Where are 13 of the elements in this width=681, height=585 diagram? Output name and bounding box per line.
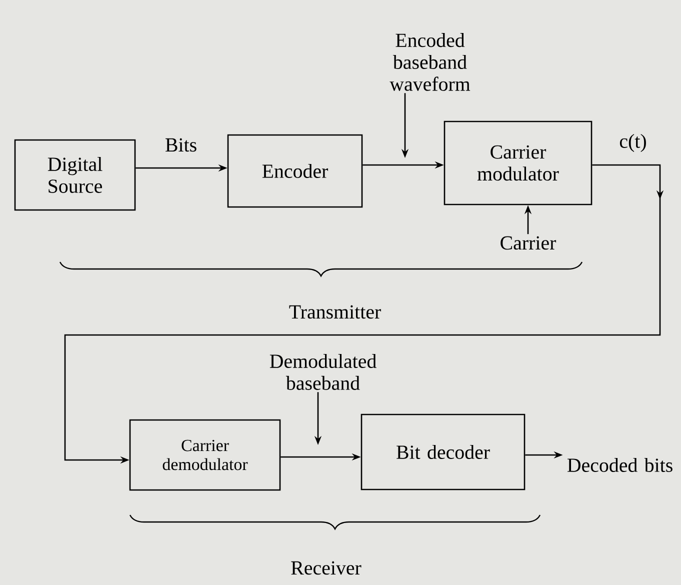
process-box: Carrier modulator [444, 120, 592, 206]
edge-label: Bits [164, 137, 198, 153]
group-label: Receiver [291, 561, 362, 575]
edge-label: c(t) [618, 132, 648, 154]
process-box: Digital Source [14, 139, 136, 211]
text-label: Encoded baseband waveform [390, 33, 470, 91]
process-box: Bit decoder [360, 414, 526, 490]
group-label: Transmitter [289, 305, 381, 319]
text-label: Decoded bits [567, 458, 672, 472]
text-label: Carrier [500, 236, 556, 250]
process-box: Encoder [227, 134, 363, 208]
process-box: Carrier demodulator [129, 419, 281, 491]
text-label: Demodulated baseband [270, 354, 376, 390]
